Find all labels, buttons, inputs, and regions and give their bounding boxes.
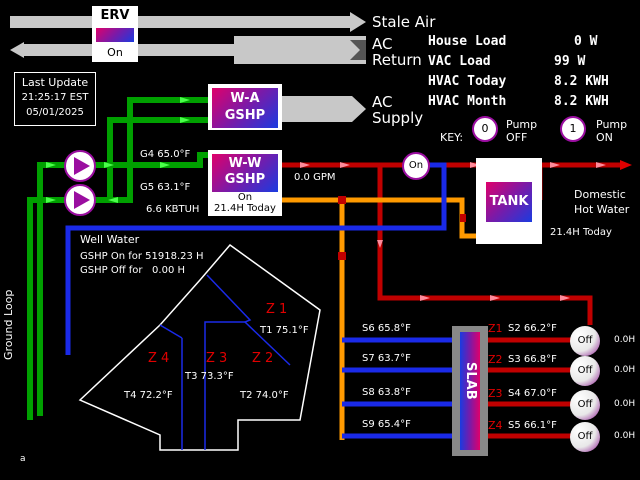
zone-2-temp: T2 74.0°F <box>240 390 289 401</box>
erv-state: On <box>107 46 123 59</box>
zone-3-label: Z 3 <box>206 351 228 366</box>
pump-arrow-icon <box>74 157 90 175</box>
return-temp: S5 66.1°F <box>508 420 557 431</box>
green-flow-arrows <box>46 97 190 203</box>
gshp-on-hours: GSHP On for 51918.23 H <box>80 251 204 262</box>
key-label: KEY: <box>440 131 464 144</box>
vac-load-label: VAC Load <box>428 54 491 69</box>
erv-unit[interactable]: ERV On <box>92 6 138 62</box>
slab-supply-s8: S8 63.8°F <box>362 387 411 398</box>
hvac-today-label: HVAC Today <box>428 74 507 89</box>
zone-4-temp: T4 72.2°F <box>124 390 173 401</box>
slab-fill <box>460 332 480 450</box>
hot-water-tank[interactable]: TANK <box>476 158 542 244</box>
slab-label: SLAB <box>463 362 478 400</box>
slab-supply-s6: S6 65.8°F <box>362 323 411 334</box>
well-water-pipe <box>65 162 452 439</box>
return-zone-label: Z3 <box>488 387 503 400</box>
return-temp: S3 66.8°F <box>508 354 557 365</box>
return-zone-label: Z4 <box>488 419 503 432</box>
last-update-time: 21:25:17 EST <box>21 92 89 103</box>
zone-4-label: Z 4 <box>148 351 170 366</box>
tank-label: TANK <box>486 182 532 222</box>
slab-supply-s9: S9 65.4°F <box>362 419 411 430</box>
return-hours: 0.0H <box>614 335 636 345</box>
key-pump-on-icon: 1 <box>560 116 586 142</box>
ww-gshp-today: 21.4H Today <box>214 203 276 214</box>
ground-loop-pump-2[interactable] <box>64 184 96 216</box>
zone-2-label: Z 2 <box>252 351 274 366</box>
ground-loop-label: Ground Loop <box>2 289 15 360</box>
zone-3-pump[interactable]: Off <box>570 390 600 420</box>
zone-boundaries <box>159 274 291 450</box>
return-hours: 0.0H <box>614 431 636 441</box>
house-load-label: House Load <box>428 34 507 49</box>
flow-gpm: 0.0 GPM <box>294 172 336 183</box>
return-temp: S4 67.0°F <box>508 388 557 399</box>
erv-title: ERV <box>100 8 130 23</box>
orange-flow-markers <box>338 196 466 260</box>
g4-temp: G4 65.0°F <box>140 149 191 160</box>
red-flow-arrows <box>300 162 606 301</box>
g5-temp: G5 63.1°F <box>140 182 191 193</box>
return-zone-label: Z2 <box>488 353 503 366</box>
well-water-title: Well Water <box>80 233 140 246</box>
zone-3-temp: T3 73.3°F <box>185 371 234 382</box>
dhw-label-2: Hot Water <box>574 203 630 216</box>
ww-gshp-state: On <box>237 192 253 203</box>
ground-loop-pump-1[interactable] <box>64 150 96 182</box>
return-hours: 0.0H <box>614 399 636 409</box>
hvac-month-label: HVAC Month <box>428 94 507 109</box>
key-pump-off-icon: 0 <box>472 116 498 142</box>
footer-mark: a <box>20 454 26 464</box>
circulation-pump[interactable]: On <box>402 152 430 180</box>
return-hours: 0.0H <box>614 365 636 375</box>
hot-water-pipe <box>282 162 620 439</box>
vac-load-value: 99 W <box>554 54 586 69</box>
zone-2-pump[interactable]: Off <box>570 356 600 386</box>
tank-today: 21.4H Today <box>550 227 612 238</box>
zone-1-temp: T1 75.1°F <box>260 325 309 336</box>
zone-1-pump[interactable]: Off <box>570 326 600 356</box>
stale-air-label: Stale Air <box>372 13 436 31</box>
gshp-off-hours: GSHP Off for 0.00 H <box>80 265 186 276</box>
dhw-label-1: Domestic <box>574 188 626 201</box>
last-update-box: Last Update 21:25:17 EST 05/01/2025 <box>14 72 96 126</box>
hvac-month-value: 8.2 KWH <box>554 94 609 109</box>
slab-supply-s7: S7 63.7°F <box>362 353 411 364</box>
kbtuh-reading: 6.6 KBTUH <box>146 204 200 215</box>
house-load-value: 0 W <box>574 34 598 49</box>
last-update-label: Last Update <box>21 76 89 89</box>
house-floorplan <box>78 243 321 451</box>
zone-4-pump[interactable]: Off <box>570 422 600 452</box>
pump-arrow-icon <box>74 191 90 209</box>
return-temp: S2 66.2°F <box>508 323 557 334</box>
last-update-date: 05/01/2025 <box>26 107 84 118</box>
zone-1-label: Z 1 <box>266 302 288 317</box>
return-zone-label: Z1 <box>488 322 503 335</box>
hvac-today-value: 8.2 KWH <box>554 74 609 89</box>
erv-indicator <box>96 28 134 42</box>
